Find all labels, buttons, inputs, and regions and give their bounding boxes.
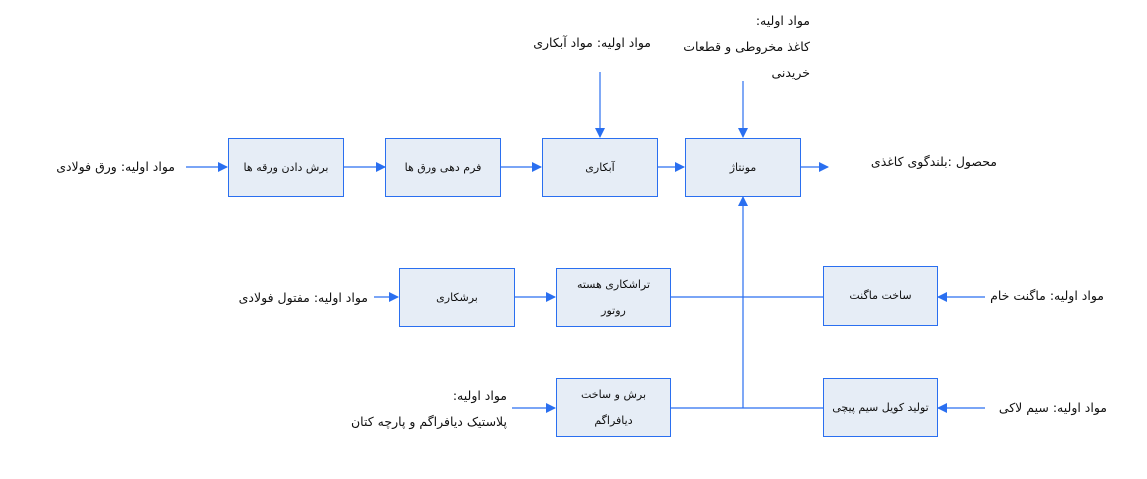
input-assembly-line1: کاغذ مخروطی و قطعات xyxy=(683,39,810,54)
step-cutting: برشکاری xyxy=(399,268,515,327)
input-diaphragm-line: پلاستیک دیافراگم و پارچه کتان xyxy=(350,414,507,429)
step-cut-sheets: برش دادن ورقه ها xyxy=(228,138,344,197)
output-product: محصول :بلندگوی کاغذی xyxy=(870,154,997,169)
step-plating: آبکاری xyxy=(542,138,658,197)
step-coil-making: تولید کویل سیم پیچی xyxy=(823,378,938,437)
step-diaphragm-making: برش و ساخت دیافراگم xyxy=(556,378,671,437)
step-form-sheets: فرم دهی ورق ها xyxy=(385,138,501,197)
input-lacquered-wire: مواد اولیه: سیم لاکی xyxy=(998,400,1107,415)
input-raw-magnet: مواد اولیه: ماگنت خام xyxy=(990,288,1104,303)
step-assembly: مونتاژ xyxy=(685,138,801,197)
input-steel-sheet: مواد اولیه: ورق فولادی xyxy=(56,159,175,174)
input-assembly-title: مواد اولیه: xyxy=(755,13,810,28)
input-assembly-line2: خریدنی xyxy=(771,65,810,80)
step-rotor-machining: تراشکاری هسته روتور xyxy=(556,268,671,327)
input-diaphragm-title: مواد اولیه: xyxy=(452,388,507,403)
step-magnet-making: ساخت ماگنت xyxy=(823,266,938,326)
input-plating-material: مواد اولیه: مواد آبکاری xyxy=(533,35,651,50)
input-steel-wire: مواد اولیه: مفتول فولادی xyxy=(238,290,368,305)
